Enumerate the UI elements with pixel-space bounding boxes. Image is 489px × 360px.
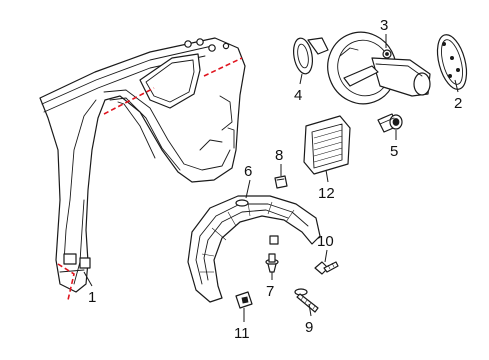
leader-12 bbox=[325, 169, 329, 183]
callout-10: 10 bbox=[317, 233, 334, 250]
callout-1: 1 bbox=[88, 289, 96, 306]
callout-7: 7 bbox=[266, 283, 274, 300]
bolt-part bbox=[314, 261, 339, 275]
callout-12: 12 bbox=[318, 185, 335, 202]
callout-6: 6 bbox=[244, 163, 252, 180]
callout-labels: 1 2 3 4 5 6 7 8 9 10 11 12 bbox=[88, 17, 462, 342]
callout-4: 4 bbox=[294, 87, 302, 104]
fuel-filler-housing-part bbox=[327, 31, 431, 105]
leader-10 bbox=[324, 249, 328, 263]
leader-6 bbox=[245, 179, 251, 199]
callout-8: 8 bbox=[275, 147, 283, 164]
clip-nut-part bbox=[274, 175, 288, 189]
grommet-part bbox=[293, 37, 329, 75]
bracket-clip-part bbox=[235, 291, 253, 309]
quarter-panel-part bbox=[39, 37, 246, 301]
wheel-liner-part bbox=[187, 195, 321, 303]
callout-3: 3 bbox=[380, 17, 388, 34]
leader-1 bbox=[83, 271, 93, 287]
leader-9 bbox=[308, 303, 312, 317]
callout-5: 5 bbox=[390, 143, 398, 160]
leader-2 bbox=[454, 79, 459, 93]
push-clip-part bbox=[265, 253, 279, 273]
callout-2: 2 bbox=[454, 95, 462, 112]
callout-9: 9 bbox=[305, 319, 313, 336]
leader-lines bbox=[83, 34, 459, 322]
vent-grille-part bbox=[303, 115, 351, 175]
screw-part bbox=[294, 288, 319, 313]
actuator-part bbox=[377, 113, 403, 133]
leader-4 bbox=[299, 73, 303, 85]
fuel-door-part bbox=[436, 34, 468, 90]
callout-11: 11 bbox=[234, 325, 250, 342]
